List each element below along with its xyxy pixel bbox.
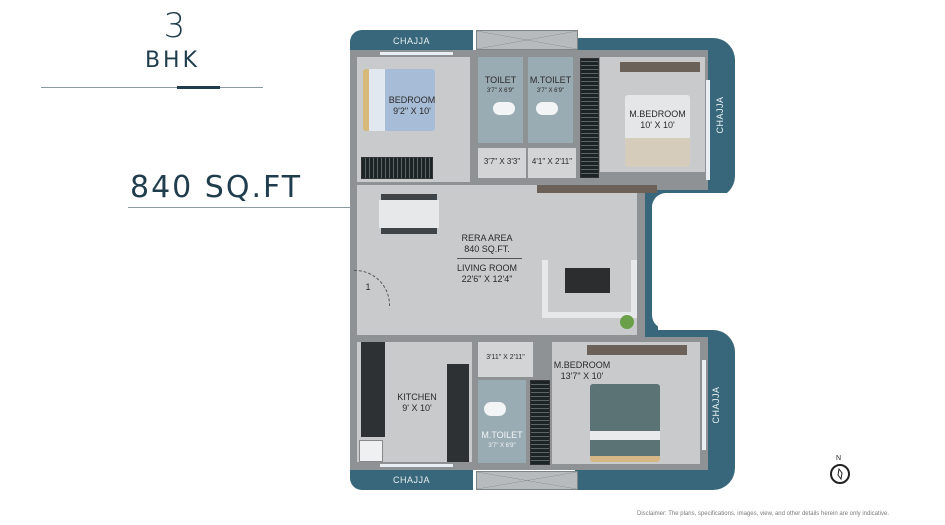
- compass-north-label: N: [836, 455, 842, 462]
- passage-3: 3'11" X 2'11": [478, 342, 533, 377]
- room-size: 3'11" X 2'11": [486, 354, 525, 361]
- window: [706, 80, 710, 180]
- area-divider: [128, 207, 350, 208]
- courtyard-cutout: [652, 193, 747, 329]
- wardrobe: [530, 380, 550, 465]
- room-size: 3'7" X 6'9": [488, 443, 516, 449]
- tv-unit: [537, 185, 657, 193]
- wardrobe: [361, 157, 433, 179]
- room-size: 3'7" X 6'9": [486, 88, 515, 94]
- m-toilet-label: M.TOILET 3'7" X 6'9": [478, 430, 526, 452]
- coffee-table-icon: [565, 268, 610, 293]
- room-name: KITCHEN: [397, 392, 437, 402]
- room-size: 3'7" X 6'9": [536, 88, 565, 94]
- passage-2: 4'1" X 2'11": [528, 148, 576, 178]
- rera-area-value: 840 SQ.FT.: [464, 244, 510, 254]
- bed-icon: [363, 69, 435, 131]
- bedroom-label: BEDROOM 9'2" X 10': [377, 95, 447, 117]
- room-name: BEDROOM: [388, 95, 436, 105]
- room-size: 10' X 10': [640, 120, 675, 130]
- room-size: 22'6" X 12'4": [461, 274, 513, 284]
- rera-label: RERA AREA 840 SQ.FT.: [447, 233, 527, 255]
- m-bedroom-label: M.BEDROOM 13'7" X 10': [542, 360, 622, 382]
- living-room-label: LIVING ROOM 22'6" X 12'4": [447, 263, 527, 285]
- dining-table-icon: [379, 200, 439, 228]
- header-divider-accent: [177, 86, 220, 89]
- counter: [447, 364, 469, 462]
- washing-machine-icon: [359, 440, 383, 462]
- room-name: M.BEDROOM: [629, 109, 686, 119]
- wardrobe: [580, 58, 599, 178]
- chajja-top-left: CHAJJA: [350, 30, 473, 52]
- plant-icon: [620, 315, 634, 329]
- duct-bottom: [476, 471, 578, 490]
- room-name: TOILET: [484, 75, 517, 85]
- chajja-label: CHAJJA: [711, 386, 721, 424]
- counter: [361, 342, 385, 437]
- rera-area-title: RERA AREA: [461, 233, 513, 243]
- unit-count: 3: [163, 6, 187, 46]
- room-m-bedroom-bottom: M.BEDROOM 13'7" X 10': [552, 342, 700, 464]
- room-bedroom: BEDROOM 9'2" X 10': [357, 57, 470, 182]
- unit-type: BHK: [144, 48, 201, 73]
- room-size: 9' X 10': [402, 403, 432, 413]
- room-size: 9'2" X 10': [393, 106, 431, 116]
- kitchen-label: KITCHEN 9' X 10': [387, 392, 447, 414]
- chajja-label: CHAJJA: [392, 475, 430, 485]
- wc-icon: [493, 102, 515, 115]
- entrance-marker: 1: [365, 282, 371, 292]
- room-size: 13'7" X 10': [560, 371, 604, 381]
- room-name: M.BEDROOM: [553, 360, 611, 370]
- wc-icon: [484, 402, 506, 416]
- duct-top: [476, 30, 578, 50]
- room-kitchen: KITCHEN 9' X 10': [357, 342, 472, 462]
- room-name: LIVING ROOM: [456, 263, 517, 273]
- room-size: 4'1" X 2'11": [531, 157, 573, 166]
- compass: N: [828, 455, 856, 491]
- room-m-toilet-top: M.TOILET 3'7" X 6'9": [528, 57, 573, 143]
- chajja-bottom-left: CHAJJA: [350, 470, 473, 490]
- label-divider: [457, 258, 522, 259]
- bed-icon: [625, 95, 690, 167]
- compass-icon: [830, 464, 850, 484]
- total-area: 840 SQ.FT: [130, 170, 303, 205]
- disclaimer: Disclaimer: The plans, specifications, i…: [637, 511, 890, 517]
- wc-icon: [536, 102, 558, 115]
- window: [380, 464, 453, 467]
- room-m-bedroom-top: M.BEDROOM 10' X 10': [600, 57, 705, 172]
- room-name: M.TOILET: [529, 75, 572, 85]
- header-divider: [41, 87, 263, 88]
- room-name: M.TOILET: [481, 430, 523, 440]
- room-m-toilet-bottom: M.TOILET 3'7" X 6'9": [478, 380, 526, 463]
- tv-unit: [620, 62, 700, 72]
- m-toilet-label: M.TOILET 3'7" X 6'9": [528, 75, 573, 97]
- m-bedroom-label: M.BEDROOM 10' X 10': [620, 109, 695, 131]
- room-living: RERA AREA 840 SQ.FT. LIVING ROOM 22'6" X…: [354, 185, 657, 335]
- sofa-icon: [542, 260, 637, 318]
- bed-icon: [590, 384, 660, 462]
- window: [380, 52, 453, 55]
- room-toilet: TOILET 3'7" X 6'9": [478, 57, 523, 143]
- passage-1: 3'7" X 3'3": [478, 148, 526, 178]
- toilet-label: TOILET 3'7" X 6'9": [478, 75, 523, 97]
- chajja-label: CHAJJA: [392, 36, 430, 46]
- tv-unit: [587, 345, 687, 355]
- window: [702, 360, 706, 450]
- room-size: 3'7" X 3'3": [483, 157, 521, 166]
- chajja-label: CHAJJA: [715, 96, 725, 134]
